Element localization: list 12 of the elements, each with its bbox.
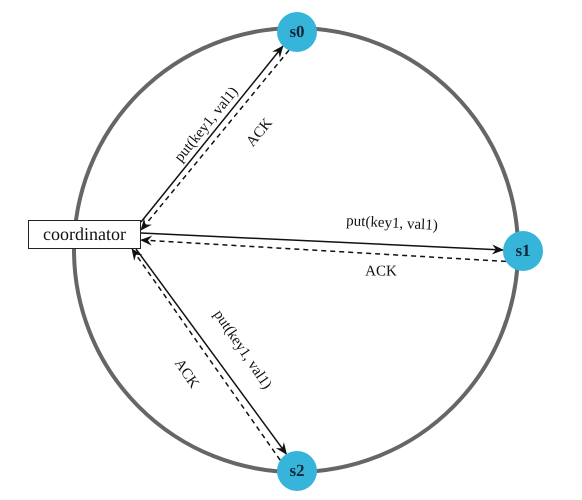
node-label: s2 <box>289 461 305 481</box>
node-label: s1 <box>515 241 531 261</box>
edge-label: ACK <box>365 264 397 280</box>
server-node <box>277 12 317 52</box>
process-box <box>28 220 141 249</box>
edge-label: put(key1, val1) <box>346 214 438 234</box>
arrow <box>140 236 506 262</box>
node-label: s0 <box>289 22 305 42</box>
node-label: coordinator <box>43 224 126 245</box>
server-node <box>277 451 317 491</box>
arrow <box>140 232 504 254</box>
server-node <box>503 231 543 271</box>
